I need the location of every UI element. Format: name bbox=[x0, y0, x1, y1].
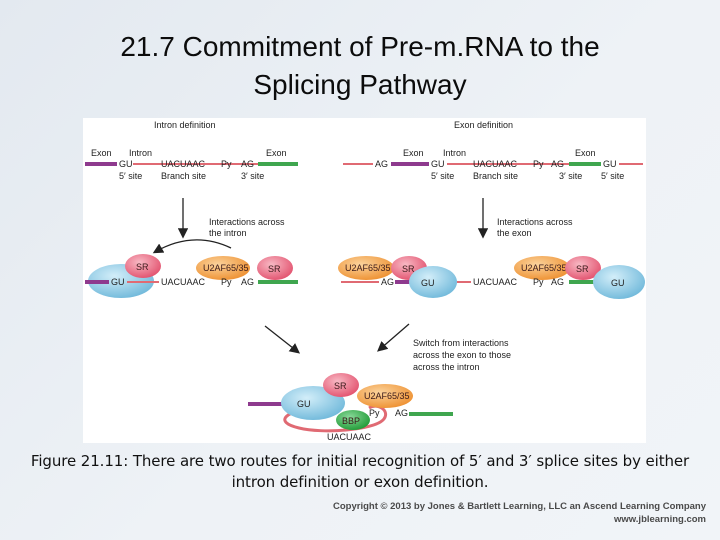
left-exon1-bar bbox=[85, 162, 117, 166]
right-mid-uacuaac: UACUAAC bbox=[473, 277, 518, 287]
right-exon1-label: Exon bbox=[403, 148, 424, 158]
right-gu2: GU bbox=[603, 159, 617, 169]
right-mid-py: Py bbox=[533, 277, 544, 287]
right-interactions-line2: the exon bbox=[497, 228, 532, 238]
left-sr-blob bbox=[125, 254, 161, 278]
right-exon2-label: Exon bbox=[575, 148, 596, 158]
exon-definition-heading: Exon definition bbox=[454, 120, 513, 130]
right-sr: SR bbox=[402, 264, 415, 274]
right-5-site: 5′ site bbox=[431, 171, 454, 181]
right-ag: AG bbox=[551, 159, 564, 169]
left-sr2: SR bbox=[268, 264, 281, 274]
left-mid-ag: AG bbox=[241, 277, 254, 287]
bottom-uacuaac: UACUAAC bbox=[327, 432, 372, 442]
left-exon1-label: Exon bbox=[91, 148, 112, 158]
left-u2af-blob bbox=[196, 256, 250, 280]
bottom-sr: SR bbox=[334, 381, 347, 391]
left-gu: GU bbox=[119, 159, 133, 169]
switch-line3: across the intron bbox=[413, 362, 480, 372]
left-mid-exon1-bar bbox=[85, 280, 109, 284]
bottom-sr-blob bbox=[323, 373, 359, 397]
left-mid-uacuaac: UACUAAC bbox=[161, 277, 206, 287]
right-interactions-line1: Interactions across bbox=[497, 217, 573, 227]
right-mid-ag-left: AG bbox=[381, 277, 394, 287]
left-sr: SR bbox=[136, 262, 149, 272]
right-u2af2-blob bbox=[514, 256, 570, 280]
bottom-gu: GU bbox=[297, 399, 311, 409]
slide-title-line-2: Splicing Pathway bbox=[253, 69, 467, 100]
bottom-bbp-blob bbox=[336, 410, 370, 430]
left-mid-gu: GU bbox=[111, 277, 125, 287]
right-uacuaac: UACUAAC bbox=[473, 159, 518, 169]
right-exon2-bar bbox=[569, 162, 601, 166]
switch-line1: Switch from interactions bbox=[413, 338, 509, 348]
left-3-site: 3′ site bbox=[241, 171, 264, 181]
right-u2af2: U2AF65/35 bbox=[521, 263, 567, 273]
left-u2af: U2AF65/35 bbox=[203, 263, 249, 273]
bottom-intron-loop bbox=[283, 404, 388, 433]
slide-title-line-1: 21.7 Commitment of Pre-m.RNA to the bbox=[120, 31, 600, 62]
bottom-right-arrow bbox=[377, 323, 410, 352]
bottom-py: Py bbox=[369, 408, 380, 418]
bottom-u1-blob bbox=[281, 386, 345, 420]
left-exon2-bar bbox=[258, 162, 298, 166]
left-5-site: 5′ site bbox=[119, 171, 142, 181]
right-sr2-blob bbox=[565, 256, 601, 280]
left-exon2-label: Exon bbox=[266, 148, 287, 158]
copyright-notice: Copyright © 2013 by Jones & Bartlett Lea… bbox=[333, 500, 706, 526]
figure-caption: Figure 21.11: There are two routes for i… bbox=[20, 451, 700, 493]
left-mid-exon2-bar bbox=[258, 280, 298, 284]
caption-line-2: intron definition or exon definition. bbox=[231, 473, 489, 491]
right-3-site: 3′ site bbox=[559, 171, 582, 181]
intron-definition-heading: Intron definition bbox=[154, 120, 216, 130]
left-curved-arrow bbox=[152, 239, 232, 254]
left-py: Py bbox=[221, 159, 232, 169]
bottom-bbp: BBP bbox=[342, 416, 360, 426]
bottom-u2af-blob bbox=[357, 384, 413, 408]
right-5-site-2: 5′ site bbox=[601, 171, 624, 181]
right-intron-label: Intron bbox=[443, 148, 466, 158]
splicing-diagram: Intron definition Exon Intron Exon GU UA… bbox=[85, 120, 645, 442]
bottom-exon2-bar bbox=[409, 412, 453, 416]
copyright-url: www.jblearning.com bbox=[613, 514, 706, 525]
right-sr2: SR bbox=[576, 264, 589, 274]
left-branch-site: Branch site bbox=[161, 171, 206, 181]
right-branch-site: Branch site bbox=[473, 171, 518, 181]
right-mid-exon2-bar bbox=[569, 280, 599, 284]
right-ag-left: AG bbox=[375, 159, 388, 169]
right-exon1-bar bbox=[391, 162, 429, 166]
bottom-ag: AG bbox=[395, 408, 408, 418]
bottom-left-arrow bbox=[264, 325, 301, 354]
left-mid-py: Py bbox=[221, 277, 232, 287]
switch-line2: across the exon to those bbox=[413, 350, 511, 360]
right-mid-gu: GU bbox=[421, 278, 435, 288]
left-interactions-line1: Interactions across bbox=[209, 217, 285, 227]
left-uacuaac: UACUAAC bbox=[161, 159, 206, 169]
right-mid-gu2: GU bbox=[611, 278, 625, 288]
right-py: Py bbox=[533, 159, 544, 169]
right-u1-blob-2 bbox=[593, 265, 645, 299]
right-mid-ag: AG bbox=[551, 277, 564, 287]
left-ag: AG bbox=[241, 159, 254, 169]
left-sr2-blob bbox=[257, 256, 293, 280]
right-u2af-blob bbox=[338, 256, 394, 280]
left-intron-label: Intron bbox=[129, 148, 152, 158]
slide-title: 21.7 Commitment of Pre-m.RNA to the Spli… bbox=[20, 28, 700, 104]
splicing-figure: Intron definition Exon Intron Exon GU UA… bbox=[83, 118, 646, 443]
caption-line-1: Figure 21.11: There are two routes for i… bbox=[30, 452, 690, 470]
bottom-u2af: U2AF65/35 bbox=[364, 391, 410, 401]
left-interactions-line2: the intron bbox=[209, 228, 247, 238]
copyright-line-1: Copyright © 2013 by Jones & Bartlett Lea… bbox=[333, 501, 706, 512]
right-gu: GU bbox=[431, 159, 445, 169]
right-u1-blob bbox=[409, 266, 457, 298]
bottom-exon1-bar bbox=[248, 402, 290, 406]
right-u2af: U2AF65/35 bbox=[345, 263, 391, 273]
